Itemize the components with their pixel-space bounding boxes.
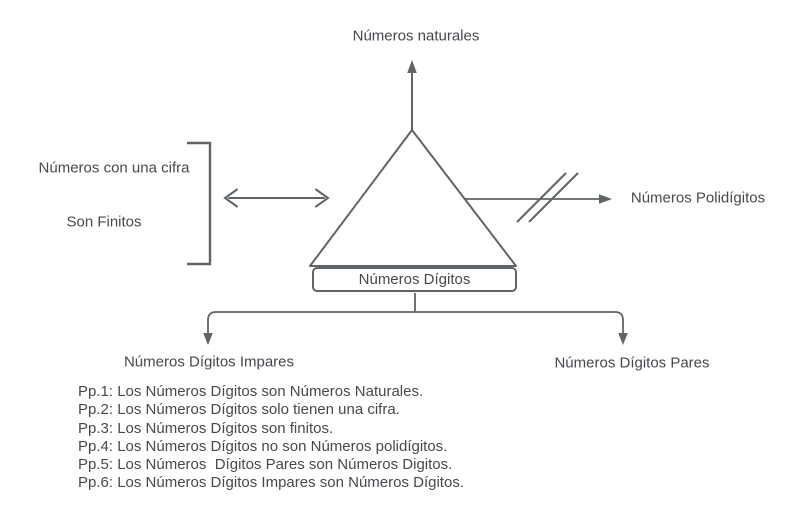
right-arrowhead-icon (599, 194, 612, 204)
negation-slashes-icon (516, 172, 579, 223)
proposition-line: Pp.4: Los Números Dígitos no son Números… (78, 437, 448, 455)
digit-numbers-box-label: Números Dígitos (358, 271, 471, 288)
up-arrow (407, 60, 417, 130)
proposition-line: Pp.1: Los Números Dígitos son Números Na… (78, 383, 424, 400)
proposition-line: Pp.3: Los Números Dígitos son finitos. (78, 419, 334, 437)
up-arrowhead-icon (407, 60, 417, 73)
right-chevron-arrowhead-icon (315, 188, 330, 208)
proposition-line: Pp.2: Los Números Dígitos solo tienen un… (78, 401, 400, 419)
left-label-son-finitos: Son Finitos (66, 213, 142, 231)
down-arrowhead-impares-icon (203, 333, 213, 345)
proposition-line: Pp.5: Los Números Dígitos Pares son Núme… (78, 456, 453, 474)
top-label: Números naturales (352, 27, 480, 45)
double-arrow (223, 188, 330, 208)
branch-impares (207, 311, 415, 334)
left-label-una-cifra: Números con una cifra (38, 159, 190, 177)
triangle-shape (309, 129, 517, 267)
bottom-connector (203, 293, 628, 345)
right-arrow (464, 172, 612, 223)
left-bracket (187, 141, 212, 266)
left-chevron-arrowhead-icon (223, 188, 238, 208)
digit-numbers-box: Números Dígitos (312, 267, 517, 292)
bottom-right-label-pares: Números Dígitos Pares (554, 354, 710, 372)
bottom-left-label-impares: Números Dígitos Impares (123, 353, 295, 371)
propositions-list: Pp.1: Los Números Dígitos son Números Na… (78, 383, 464, 493)
down-arrowhead-pares-icon (618, 333, 628, 345)
right-label-polidigitos: Números Polidígitos (630, 189, 766, 207)
proposition-line: Pp.6: Los Números Dígitos Impares son Nú… (78, 474, 464, 492)
branch-pares (415, 311, 624, 334)
